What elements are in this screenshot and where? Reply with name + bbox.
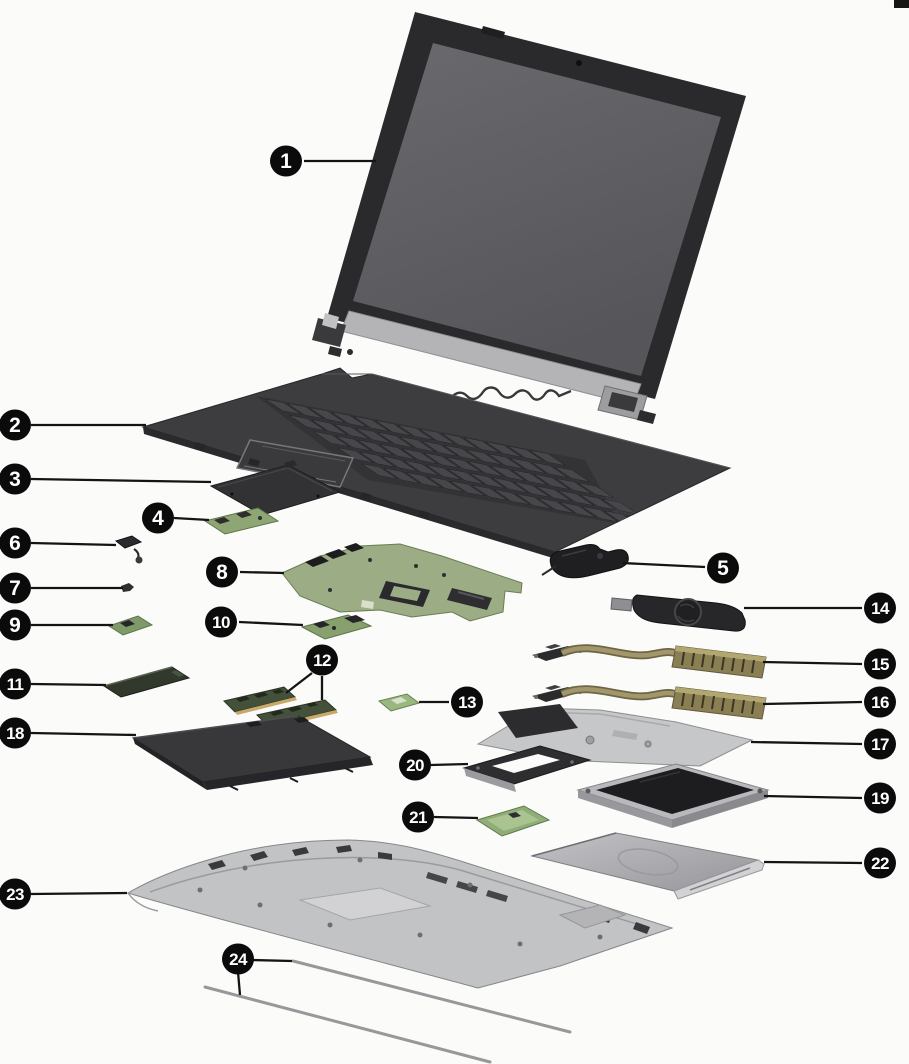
callout-21: 21 — [402, 801, 434, 833]
callout-4: 4 — [142, 502, 174, 534]
leader-line-24 — [236, 958, 293, 996]
svg-text:17: 17 — [871, 735, 889, 754]
callout-19: 19 — [864, 782, 896, 814]
part-connector-board — [300, 614, 373, 640]
callout-8: 8 — [206, 556, 238, 588]
svg-text:12: 12 — [313, 651, 331, 670]
callout-11: 11 — [0, 668, 31, 700]
callout-15: 15 — [864, 648, 896, 680]
part-optical-drive — [530, 832, 765, 900]
part-drive-connector-board — [475, 805, 551, 837]
leader-line-11 — [30, 682, 107, 687]
leader-line-20 — [430, 762, 469, 767]
part-bottom-cover — [126, 839, 674, 989]
svg-text:10: 10 — [212, 613, 230, 632]
part-power-connector — [114, 535, 143, 564]
svg-text:19: 19 — [871, 789, 889, 808]
svg-text:15: 15 — [871, 655, 889, 674]
leader-lines — [30, 159, 863, 996]
callout-18: 18 — [0, 717, 31, 749]
part-speaker — [541, 544, 629, 579]
part-rubber-strips — [203, 959, 572, 1064]
leader-line-6 — [30, 541, 117, 547]
callout-5: 5 — [707, 552, 739, 584]
svg-text:23: 23 — [6, 885, 24, 904]
part-wlan-module — [377, 693, 421, 712]
leader-line-8 — [239, 570, 285, 575]
svg-text:14: 14 — [871, 599, 890, 618]
svg-text:9: 9 — [9, 614, 21, 637]
svg-text:24: 24 — [229, 950, 248, 969]
part-ssd-module — [102, 666, 191, 698]
svg-text:8: 8 — [216, 561, 228, 584]
svg-text:2: 2 — [9, 414, 21, 437]
svg-text:3: 3 — [9, 468, 21, 491]
callout-10: 10 — [205, 606, 237, 638]
part-heatsink-2 — [532, 685, 767, 720]
part-usb-board — [107, 615, 154, 636]
svg-text:21: 21 — [409, 808, 427, 827]
part-top-cover-keyboard — [141, 367, 732, 559]
leader-line-23 — [30, 891, 128, 896]
callout-24: 24 — [222, 943, 254, 975]
leader-line-12 — [285, 672, 324, 700]
svg-text:7: 7 — [9, 577, 21, 600]
leader-line-19 — [763, 794, 863, 800]
callout-12: 12 — [306, 644, 338, 676]
display-top-latch — [481, 26, 505, 39]
callout-20: 20 — [399, 749, 431, 781]
callout-2: 2 — [0, 409, 31, 441]
display-hinge-left — [312, 318, 346, 347]
callout-16: 16 — [864, 686, 896, 718]
part-heatsink-1 — [532, 644, 767, 679]
part-button-board — [203, 507, 280, 535]
bottom-cover-screws — [197, 857, 603, 947]
callouts: 1 2 3 4 5 6 7 8 9 10 11 12 13 14 15 16 1… — [0, 145, 896, 975]
svg-text:5: 5 — [717, 557, 729, 580]
callout-14: 14 — [864, 592, 896, 624]
leader-line-10 — [238, 620, 304, 627]
svg-text:6: 6 — [9, 532, 21, 555]
svg-text:13: 13 — [458, 693, 476, 712]
leader-line-17 — [750, 740, 863, 746]
leader-line-4 — [173, 516, 210, 522]
leader-line-3 — [30, 477, 212, 484]
part-display-assembly — [312, 12, 746, 424]
svg-text:16: 16 — [871, 693, 889, 712]
callout-13: 13 — [451, 686, 483, 718]
callout-1: 1 — [270, 145, 302, 177]
svg-text:20: 20 — [406, 756, 424, 775]
part-hard-drive — [576, 763, 770, 828]
callout-3: 3 — [0, 463, 31, 495]
svg-text:18: 18 — [6, 724, 24, 743]
leader-line-21 — [433, 815, 479, 820]
bottom-cover-vents — [426, 872, 508, 902]
part-fan — [610, 594, 746, 632]
svg-text:1: 1 — [280, 150, 292, 173]
leader-line-16 — [762, 700, 863, 706]
callout-7: 7 — [0, 572, 31, 604]
part-small-bracket — [121, 583, 134, 592]
keyboard-keys — [265, 399, 662, 531]
part-system-board — [281, 543, 523, 622]
svg-text:22: 22 — [871, 854, 889, 873]
svg-text:4: 4 — [152, 507, 164, 530]
leader-line-15 — [762, 660, 863, 666]
leader-line-18 — [30, 731, 137, 737]
part-touchpad-module — [209, 460, 342, 516]
svg-text:11: 11 — [7, 675, 24, 694]
part-battery — [131, 715, 373, 791]
callout-6: 6 — [0, 527, 31, 559]
callout-23: 23 — [0, 878, 31, 910]
scan-artifact — [894, 0, 909, 8]
callout-17: 17 — [864, 728, 896, 760]
callout-22: 22 — [864, 847, 896, 879]
webcam-icon — [576, 60, 582, 66]
part-drive-bracket — [462, 745, 592, 792]
leader-line-22 — [763, 860, 863, 865]
leader-line-5 — [621, 561, 706, 569]
callout-9: 9 — [0, 609, 31, 641]
